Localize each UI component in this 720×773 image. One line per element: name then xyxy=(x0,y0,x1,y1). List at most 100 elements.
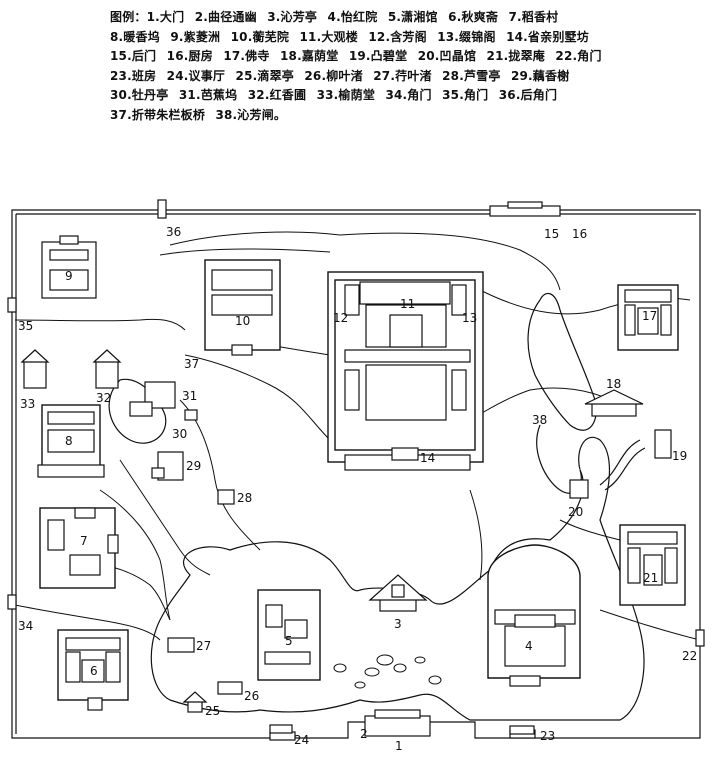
map-label-34: 34 xyxy=(18,619,33,633)
map-label-22: 22 xyxy=(682,649,697,663)
legend-title: 图例： xyxy=(110,10,147,24)
legend-item: 12.含芳阁 xyxy=(368,29,427,44)
legend-item: 33.榆荫堂 xyxy=(316,88,376,102)
map-label-32: 32 xyxy=(96,391,111,405)
building-23 xyxy=(509,725,535,735)
building-28 xyxy=(217,489,235,505)
map-label-4: 4 xyxy=(525,639,533,653)
legend-item: 31.芭蕉坞 xyxy=(178,88,238,102)
legend-item: 16.厨房 xyxy=(166,49,213,63)
legend-item: 34.角门 xyxy=(385,88,432,102)
building-21 xyxy=(619,524,686,606)
legend-item: 37.折带朱栏板桥 xyxy=(110,107,206,122)
building-31 xyxy=(129,381,198,421)
legend-item: 5.潇湘馆 xyxy=(387,10,438,24)
legend-item: 7.稻香村 xyxy=(508,10,559,24)
legend-item: 27.荇叶渚 xyxy=(373,68,432,83)
building-10 xyxy=(204,259,281,356)
building-7 xyxy=(39,507,119,589)
legend-item: 14.省亲别墅坊 xyxy=(506,29,589,44)
legend-item: 28.芦雪亭 xyxy=(442,68,501,83)
map-label-10: 10 xyxy=(235,314,250,328)
map-label-16: 16 xyxy=(572,227,587,241)
map-label-28: 28 xyxy=(237,491,252,505)
map-label-2: 2 xyxy=(360,727,368,741)
legend-item: 23.班房 xyxy=(110,68,157,83)
legend-item: 1.大门 xyxy=(146,10,185,24)
building-20 xyxy=(569,479,589,499)
building-8 xyxy=(37,404,105,478)
building-25 xyxy=(182,691,208,713)
building-18 xyxy=(584,389,644,417)
building-4 xyxy=(487,544,581,687)
map-label-27: 27 xyxy=(196,639,211,653)
legend-item: 9.紫菱洲 xyxy=(170,29,221,44)
map-label-38: 38 xyxy=(532,413,547,427)
map-label-30: 30 xyxy=(172,427,187,441)
building-17 xyxy=(617,284,679,351)
map-label-24: 24 xyxy=(294,733,309,747)
map-label-19: 19 xyxy=(672,449,687,463)
map-labels: 1 2 3 4 5 6 7 8 9 10 11 12 13 14 15 16 1… xyxy=(18,225,697,753)
legend-item: 35.角门 xyxy=(442,88,489,102)
legend-item: 38.沁芳闸。 xyxy=(215,107,287,122)
map-label-29: 29 xyxy=(186,459,201,473)
legend-item: 32.红香圃 xyxy=(247,88,307,102)
legend-item: 19.凸碧堂 xyxy=(348,49,408,63)
legend-item: 8.暖香坞 xyxy=(110,29,160,44)
map-label-25: 25 xyxy=(205,704,220,718)
map-label-15: 15 xyxy=(544,227,559,241)
building-9 xyxy=(41,235,97,299)
map-label-37: 37 xyxy=(184,357,199,371)
map-label-8: 8 xyxy=(65,434,73,448)
map-label-20: 20 xyxy=(568,505,583,519)
map-label-1: 1 xyxy=(395,739,403,753)
legend-item: 6.秋爽斋 xyxy=(448,10,499,24)
gates xyxy=(7,199,705,741)
building-11-complex xyxy=(327,271,484,471)
legend-item: 26.柳叶渚 xyxy=(304,68,363,83)
map-label-18: 18 xyxy=(606,377,621,391)
map-label-7: 7 xyxy=(80,534,88,548)
building-32 xyxy=(92,349,122,389)
map-label-33: 33 xyxy=(20,397,35,411)
map-label-9: 9 xyxy=(65,269,73,283)
map-label-12: 12 xyxy=(333,311,348,325)
building-24 xyxy=(269,724,293,734)
legend-item: 18.嘉荫堂 xyxy=(279,49,339,63)
legend-item: 21.拢翠庵 xyxy=(486,49,546,63)
legend-item: 29.藕香榭 xyxy=(510,68,570,83)
building-6 xyxy=(57,629,129,711)
legend-item: 10.蘅芜院 xyxy=(230,29,290,44)
map-label-14: 14 xyxy=(420,451,435,465)
legend-item: 36.后角门 xyxy=(498,88,558,102)
legend-item: 4.怡红院 xyxy=(327,10,378,24)
legend-item: 11.大观楼 xyxy=(299,29,358,44)
building-19 xyxy=(599,429,672,491)
legend-item: 30.牡丹亭 xyxy=(110,88,169,102)
legend-items: 1.大门 2.曲径通幽 3.沁芳亭 4.怡红院 5.潇湘馆 6.秋爽斋 7.稻香… xyxy=(110,10,608,122)
outer-wall xyxy=(11,209,701,739)
map-label-26: 26 xyxy=(244,689,259,703)
legend-item: 24.议事厅 xyxy=(166,68,226,83)
legend-item: 25.滴翠亭 xyxy=(235,68,294,83)
map-label-21: 21 xyxy=(643,571,658,585)
building-3 xyxy=(368,574,428,612)
map-label-36: 36 xyxy=(166,225,181,239)
map-label-3: 3 xyxy=(394,617,402,631)
legend-item: 20.凹晶馆 xyxy=(417,49,477,63)
building-26 xyxy=(217,681,243,695)
legend-item: 22.角门 xyxy=(555,49,602,63)
map-label-13: 13 xyxy=(462,311,477,325)
garden-site-plan: 1 2 3 4 5 6 7 8 9 10 11 12 13 14 15 16 1… xyxy=(7,199,705,753)
map-label-17: 17 xyxy=(642,309,657,323)
building-33 xyxy=(20,349,50,389)
map-label-11: 11 xyxy=(400,297,415,311)
map-label-35: 35 xyxy=(18,319,33,333)
map-label-5: 5 xyxy=(285,634,293,648)
legend-item: 13.缀锦阁 xyxy=(437,29,496,44)
map-label-23: 23 xyxy=(540,729,555,743)
building-5 xyxy=(257,589,321,681)
legend-item: 15.后门 xyxy=(110,49,157,63)
map-label-31: 31 xyxy=(182,389,197,403)
